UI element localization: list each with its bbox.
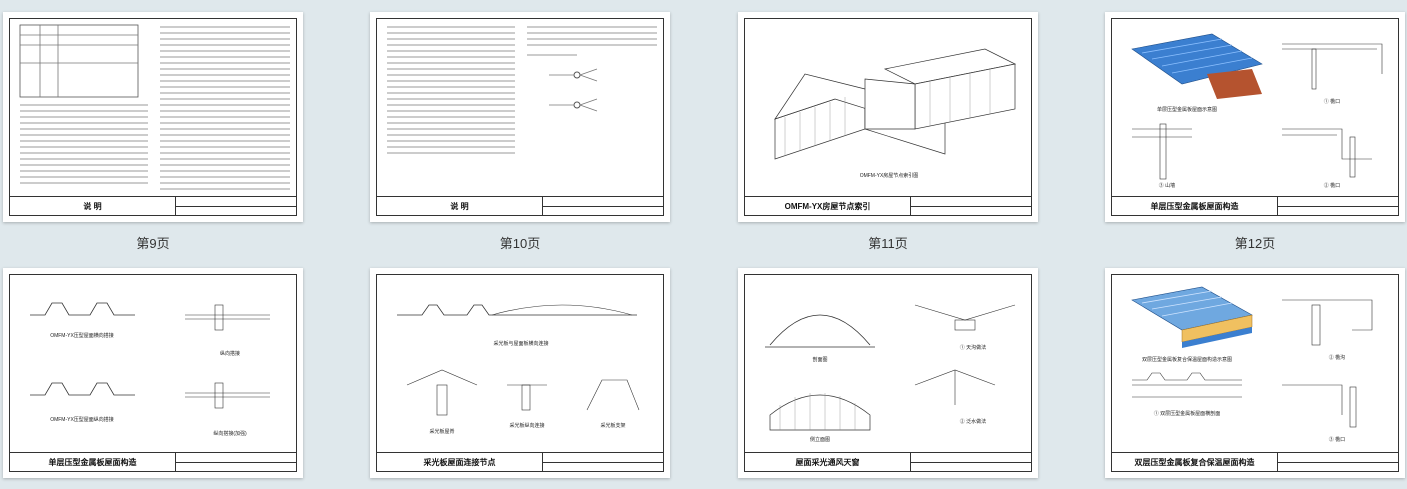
page-thumbnail-10[interactable]: 说 明 <box>370 12 670 222</box>
sheet-title: 双层压型金属板复合保温屋面构造 <box>1112 453 1278 471</box>
caption: ① 檐口 <box>1324 98 1340 105</box>
caption: ② 檐沟 <box>1329 354 1345 361</box>
title-block: 屋面采光通风天窗 <box>745 452 1031 471</box>
sheet-title: 说 明 <box>10 197 176 215</box>
caption: 侧立面图 <box>810 436 830 443</box>
caption: ③ 檐口 <box>1329 436 1345 443</box>
page-label[interactable]: 第12页 <box>1234 236 1276 251</box>
caption: 剖面图 <box>812 356 827 363</box>
caption: 采光板纵向连接 <box>509 422 544 429</box>
page-thumbnail-16[interactable]: 双层压型金属板复合保温屋面构造示意图 ① 双层压型金属板屋面横剖面 ② 檐沟 ③… <box>1105 268 1405 478</box>
page-thumbnail-13[interactable]: OMFM-YX压型屋面横向搭接 OMFM-YX压型屋面纵向搭接 纵向搭接 纵向搭… <box>3 268 303 478</box>
roof-detail-drawings: 采光板与屋面板横向连接 采光板屋脊 采光板纵向连接 采光板支架 <box>397 304 640 435</box>
drawing-frame: 剖面图 侧立面图 ① 天沟做法 ② 泛水做法 屋面采光通风天窗 <box>744 274 1032 472</box>
caption: 双层压型金属板复合保温屋面构造示意图 <box>1142 356 1232 363</box>
caption: ③ 山墙 <box>1159 182 1175 189</box>
caption: 采光板屋脊 <box>429 428 454 435</box>
drawing-frame: 双层压型金属板复合保温屋面构造示意图 ① 双层压型金属板屋面横剖面 ② 檐沟 ③… <box>1111 274 1399 472</box>
caption: 采光板与屋面板横向连接 <box>493 340 548 347</box>
sheet-title: 说 明 <box>377 197 543 215</box>
title-block: 单层压型金属板屋面构造 <box>10 452 296 471</box>
caption: ① 天沟做法 <box>960 344 986 351</box>
sheet-title: 单层压型金属板屋面构造 <box>1112 197 1278 215</box>
drawing-frame: 说 明 <box>9 18 297 216</box>
roof-detail-drawings: 单层压型金属板屋面示意图 ① 檐口 ③ 山墙 ② 檐口 <box>1131 33 1383 189</box>
page-thumbnail-11[interactable]: OMFM-YX房屋节点索引图 OMFM-YX房屋节点索引 <box>738 12 1038 222</box>
caption: ① 双层压型金属板屋面横剖面 <box>1154 410 1220 417</box>
title-block: 采光板屋面连接节点 <box>377 452 663 471</box>
page-thumbnail-12[interactable]: 单层压型金属板屋面示意图 ① 檐口 ③ 山墙 ② 檐口 单层压型金属板屋面构造 <box>1105 12 1405 222</box>
drawing-caption: OMFM-YX房屋节点索引图 <box>860 172 919 179</box>
page-label[interactable]: 第10页 <box>499 236 541 251</box>
title-block: 说 明 <box>377 196 663 215</box>
drawing-frame: 采光板与屋面板横向连接 采光板屋脊 采光板纵向连接 采光板支架 采光板屋面连接节… <box>376 274 664 472</box>
page-thumbnail-15[interactable]: 剖面图 侧立面图 ① 天沟做法 ② 泛水做法 屋面采光通风天窗 <box>738 268 1038 478</box>
title-block: 说 明 <box>10 196 296 215</box>
sheet-title: 单层压型金属板屋面构造 <box>10 453 176 471</box>
caption: 采光板支架 <box>600 422 625 429</box>
text-content-graphic <box>19 24 290 190</box>
text-content-graphic <box>387 26 657 154</box>
drawing-frame: 单层压型金属板屋面示意图 ① 檐口 ③ 山墙 ② 檐口 单层压型金属板屋面构造 <box>1111 18 1399 216</box>
caption: ② 泛水做法 <box>960 418 986 425</box>
caption: OMFM-YX压型屋面横向搭接 <box>50 332 114 339</box>
caption: 纵向搭接 <box>220 350 240 357</box>
roof-detail-drawings: 双层压型金属板复合保温屋面构造示意图 ① 双层压型金属板屋面横剖面 ② 檐沟 ③… <box>1131 286 1373 443</box>
page-label[interactable]: 第9页 <box>136 236 170 251</box>
drawing-frame: OMFM-YX压型屋面横向搭接 OMFM-YX压型屋面纵向搭接 纵向搭接 纵向搭… <box>9 274 297 472</box>
building-isometric-drawing: OMFM-YX房屋节点索引图 <box>774 48 1017 179</box>
drawing-frame: OMFM-YX房屋节点索引图 OMFM-YX房屋节点索引 <box>744 18 1032 216</box>
title-block: 双层压型金属板复合保温屋面构造 <box>1112 452 1398 471</box>
drawing-frame: 说 明 <box>376 18 664 216</box>
caption: OMFM-YX压型屋面纵向搭接 <box>50 416 114 423</box>
sheet-title: 屋面采光通风天窗 <box>745 453 911 471</box>
roof-detail-drawings: OMFM-YX压型屋面横向搭接 OMFM-YX压型屋面纵向搭接 纵向搭接 纵向搭… <box>30 302 270 437</box>
page-thumbnail-14[interactable]: 采光板与屋面板横向连接 采光板屋脊 采光板纵向连接 采光板支架 采光板屋面连接节… <box>370 268 670 478</box>
caption: 纵向搭接(加强) <box>213 430 247 437</box>
roof-detail-drawings: 剖面图 侧立面图 ① 天沟做法 ② 泛水做法 <box>765 304 1016 443</box>
page-thumbnail-9[interactable]: 说 明 <box>3 12 303 222</box>
title-block: 单层压型金属板屋面构造 <box>1112 196 1398 215</box>
caption: ② 檐口 <box>1324 182 1340 189</box>
caption: 单层压型金属板屋面示意图 <box>1157 106 1217 113</box>
sheet-title: 采光板屋面连接节点 <box>377 453 543 471</box>
page-label[interactable]: 第11页 <box>868 236 908 251</box>
title-block: OMFM-YX房屋节点索引 <box>745 196 1031 215</box>
sheet-title: OMFM-YX房屋节点索引 <box>745 197 911 215</box>
